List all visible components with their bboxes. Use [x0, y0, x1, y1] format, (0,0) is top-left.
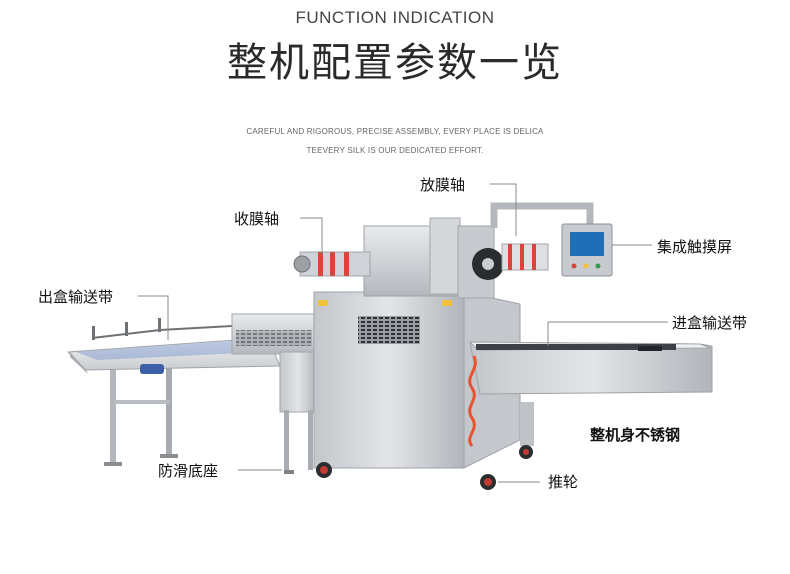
main-cabinet [313, 291, 534, 469]
leader-lines [138, 183, 668, 483]
tagline-line-2: TEEVERY SILK IS OUR DEDICATED EFFORT. [306, 146, 484, 155]
label-infeed-conveyor: 进盒输送带 [672, 314, 748, 332]
label-stainless-body: 整机身不锈钢 [590, 426, 681, 444]
label-film-take-up-shaft: 收膜轴 [234, 210, 280, 228]
outfeed-conveyor [66, 318, 281, 466]
title-english: FUNCTION INDICATION [295, 8, 495, 27]
air-hose [468, 355, 477, 447]
label-touch-screen: 集成触摸屏 [657, 238, 733, 256]
label-anti-slip-base: 防滑底座 [158, 462, 219, 480]
sealing-chamber [231, 313, 317, 474]
label-caster-wheel: 推轮 [548, 473, 579, 491]
film-mechanism [293, 217, 549, 299]
infeed-conveyor [468, 341, 713, 395]
label-film-release-shaft: 放膜轴 [420, 176, 466, 194]
tagline-line-1: CAREFUL AND RIGOROUS, PRECISE ASSEMBLY, … [246, 127, 544, 136]
caster-wheels [316, 445, 533, 490]
title-chinese: 整机配置参数一览 [227, 40, 563, 86]
touch-screen-arm [490, 202, 613, 277]
label-outfeed-conveyor: 出盒输送带 [38, 288, 114, 306]
